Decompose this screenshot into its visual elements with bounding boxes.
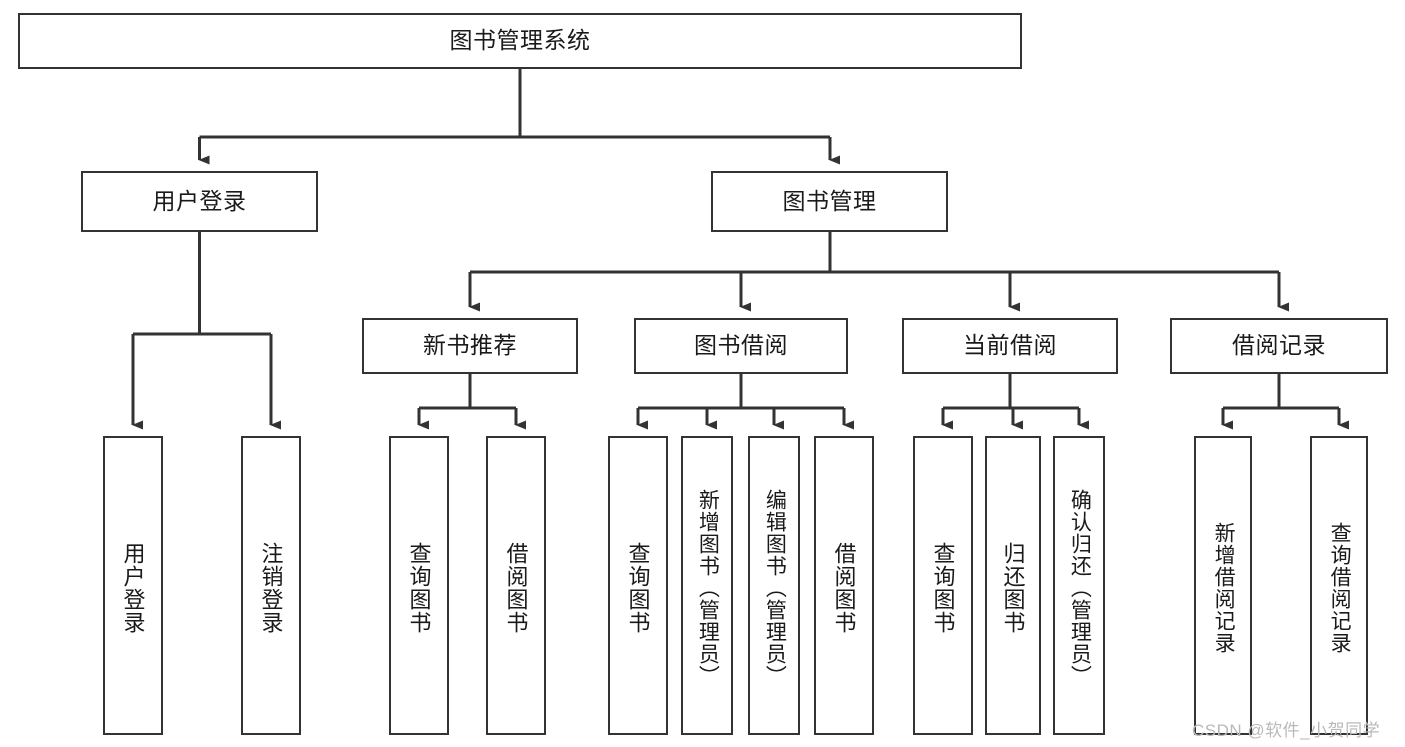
leaf-edit-book-admin-label: 编辑图书（管理员） — [763, 488, 787, 687]
node-book-manage[interactable]: 图书管理 — [711, 171, 948, 232]
leaf-logout[interactable]: 注销登录 — [241, 436, 301, 735]
leaf-add-book-admin[interactable]: 新增图书（管理员） — [681, 436, 733, 735]
leaf-query-borrow-record-label: 查询借阅记录 — [1328, 521, 1352, 654]
leaf-query-book-rec[interactable]: 查询图书 — [389, 436, 449, 735]
node-user-login[interactable]: 用户登录 — [81, 171, 318, 232]
leaf-return-book-label: 归还图书 — [1000, 541, 1026, 634]
node-new-book-recommend-label: 新书推荐 — [423, 332, 517, 359]
leaf-borrow-book-rec-label: 借阅图书 — [503, 541, 529, 634]
leaf-query-borrow-record[interactable]: 查询借阅记录 — [1310, 436, 1368, 735]
leaf-user-login-label: 用户登录 — [120, 541, 146, 634]
leaf-add-borrow-record[interactable]: 新增借阅记录 — [1194, 436, 1252, 735]
leaf-query-book-current[interactable]: 查询图书 — [913, 436, 973, 735]
leaf-query-book-borrow[interactable]: 查询图书 — [608, 436, 668, 735]
node-root-label: 图书管理系统 — [449, 27, 591, 54]
node-borrow-record-label: 借阅记录 — [1232, 332, 1326, 359]
leaf-borrow-book-borrow[interactable]: 借阅图书 — [814, 436, 874, 735]
leaf-add-book-admin-label: 新增图书（管理员） — [696, 488, 720, 687]
leaf-logout-label: 注销登录 — [258, 541, 284, 634]
node-borrow-record[interactable]: 借阅记录 — [1170, 318, 1388, 374]
node-book-borrow[interactable]: 图书借阅 — [634, 318, 848, 374]
node-user-login-label: 用户登录 — [152, 187, 247, 214]
node-book-borrow-label: 图书借阅 — [694, 332, 788, 359]
leaf-confirm-return-admin[interactable]: 确认归还（管理员） — [1053, 436, 1105, 735]
node-book-manage-label: 图书管理 — [782, 187, 877, 214]
leaf-borrow-book-borrow-label: 借阅图书 — [831, 541, 857, 634]
node-new-book-recommend[interactable]: 新书推荐 — [362, 318, 578, 374]
leaf-return-book[interactable]: 归还图书 — [985, 436, 1041, 735]
leaf-query-book-current-label: 查询图书 — [930, 541, 956, 634]
leaf-add-borrow-record-label: 新增借阅记录 — [1212, 521, 1236, 654]
leaf-edit-book-admin[interactable]: 编辑图书（管理员） — [748, 436, 800, 735]
leaf-borrow-book-rec[interactable]: 借阅图书 — [486, 436, 546, 735]
node-current-borrow-label: 当前借阅 — [963, 332, 1057, 359]
leaf-user-login[interactable]: 用户登录 — [103, 436, 163, 735]
node-current-borrow[interactable]: 当前借阅 — [902, 318, 1118, 374]
leaf-confirm-return-admin-label: 确认归还（管理员） — [1068, 488, 1092, 687]
leaf-query-book-borrow-label: 查询图书 — [625, 541, 651, 634]
leaf-query-book-rec-label: 查询图书 — [406, 541, 432, 634]
node-root[interactable]: 图书管理系统 — [18, 13, 1022, 69]
